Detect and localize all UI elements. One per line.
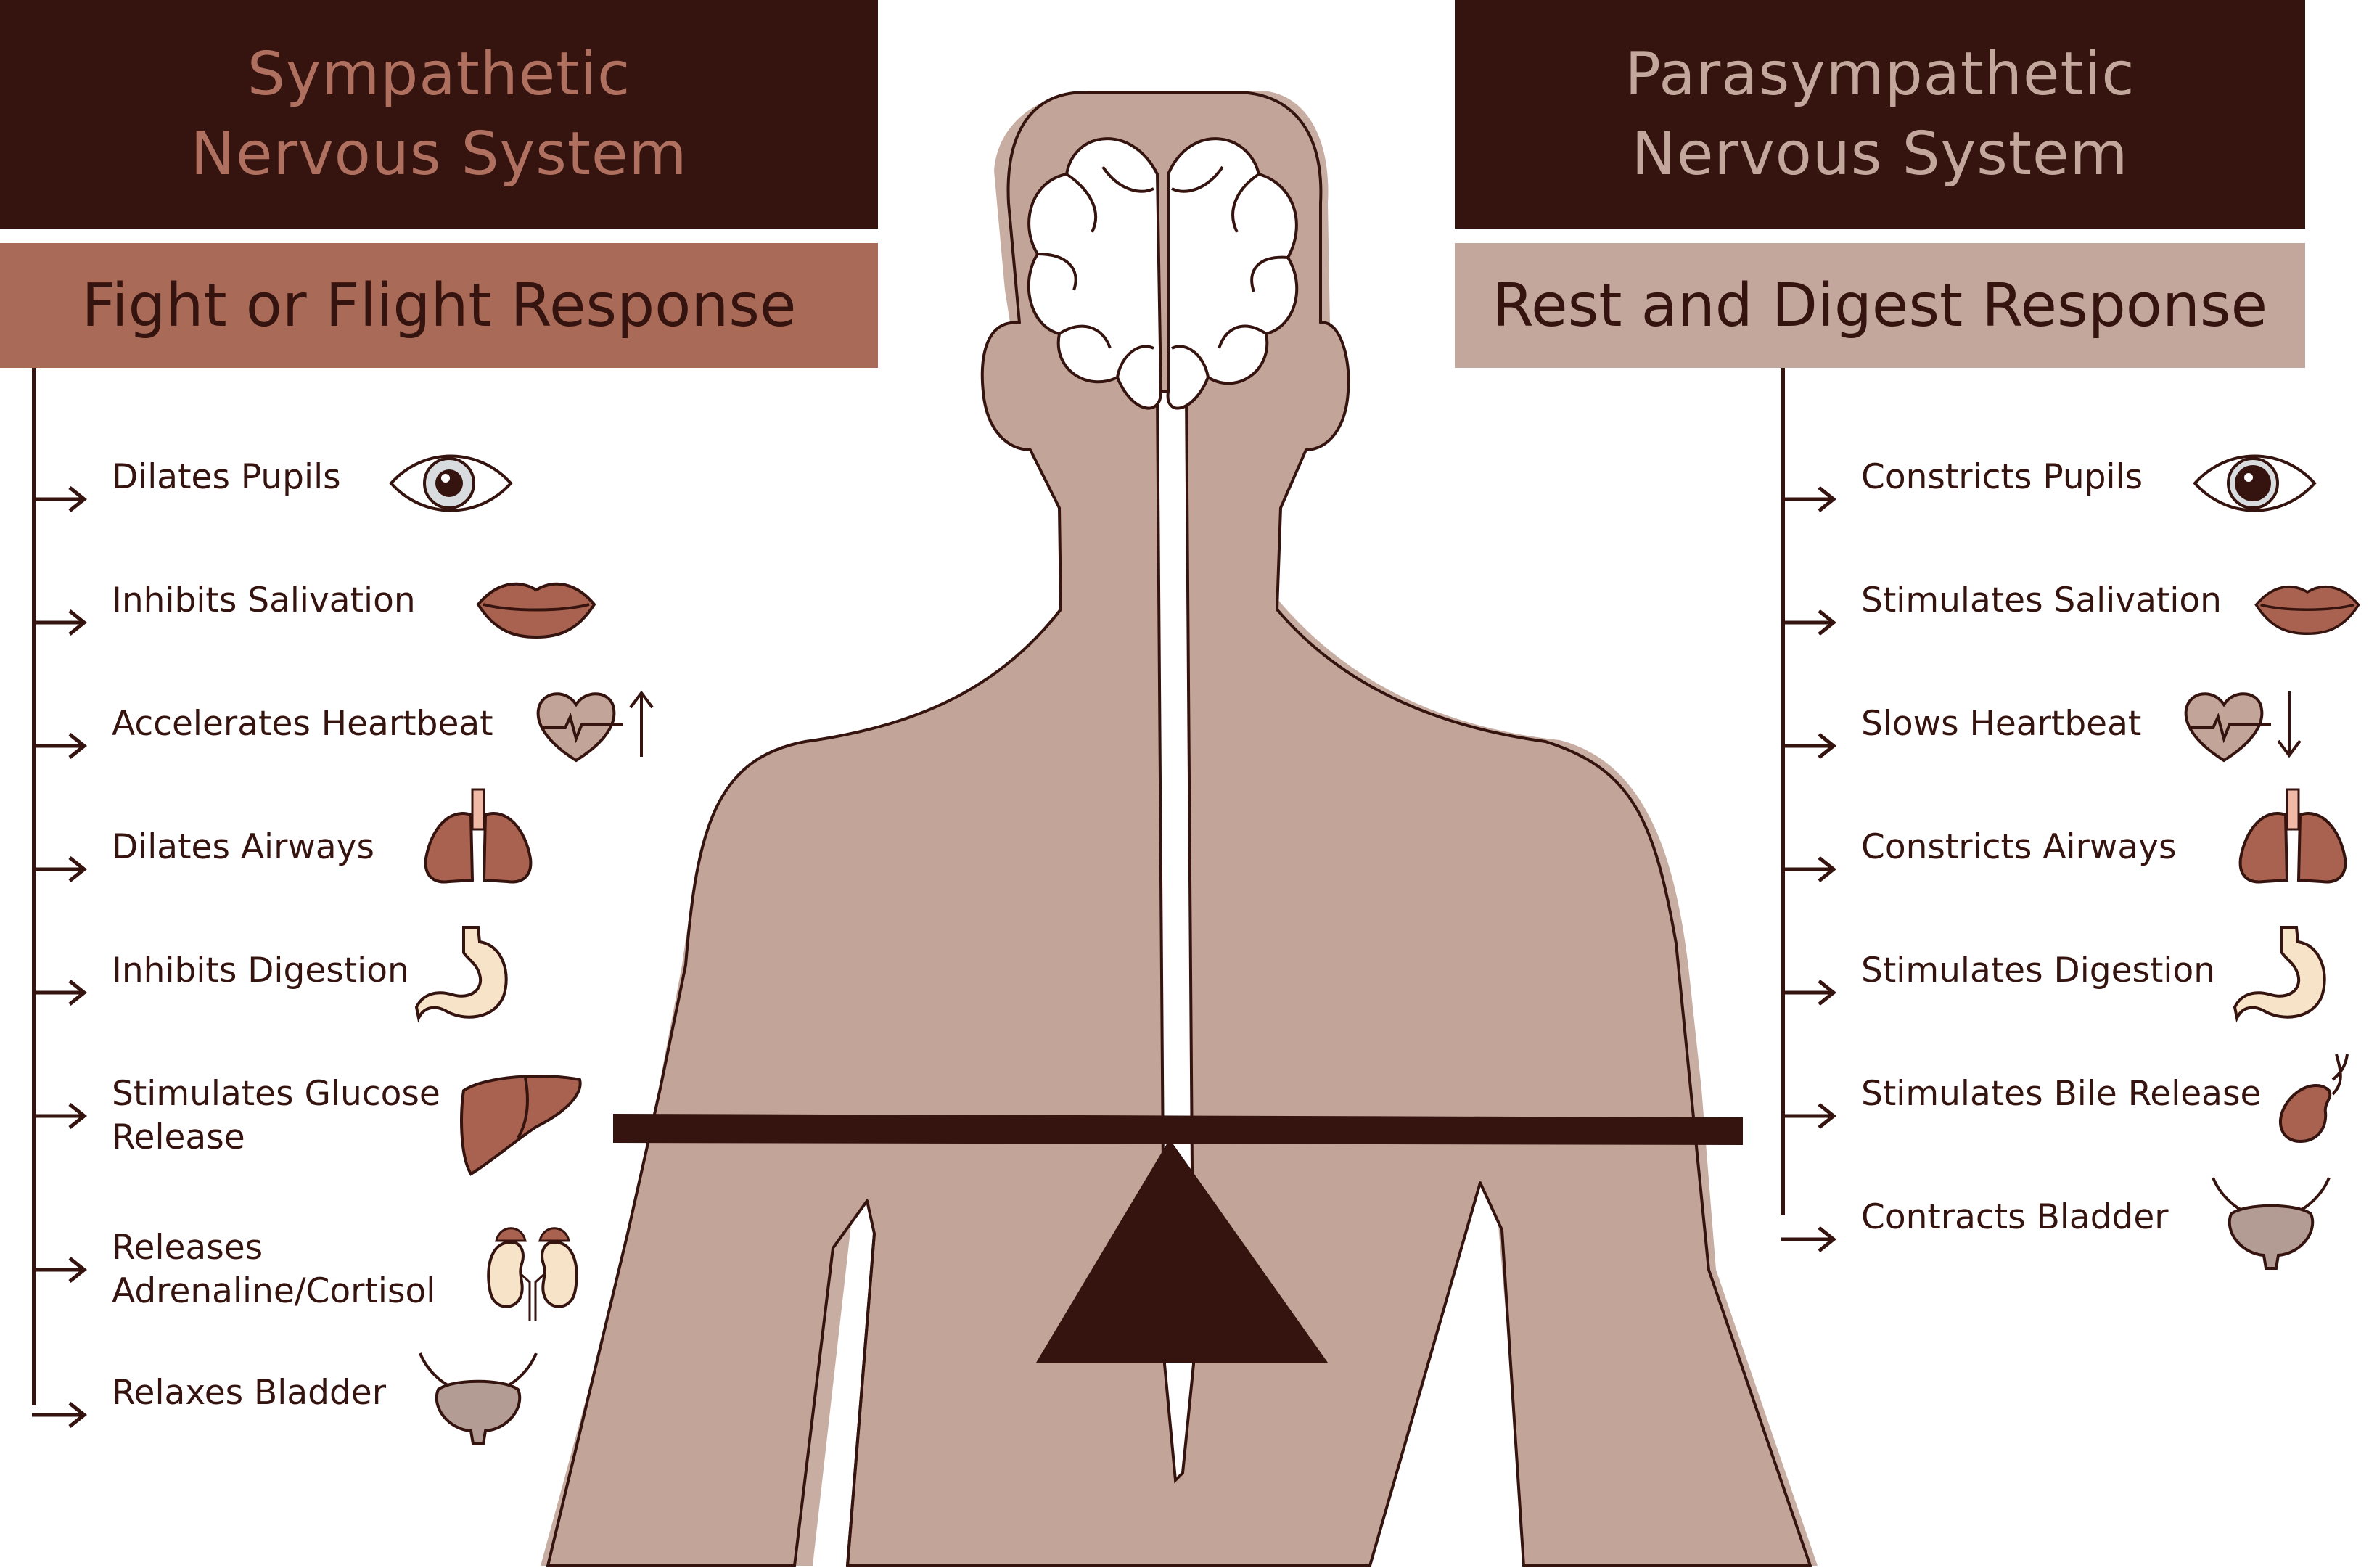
arrow-right-icon	[32, 856, 88, 882]
stomach-icon	[2233, 926, 2326, 1023]
arrow-right-icon	[32, 1402, 88, 1428]
sympathetic-item-label: Dilates Pupils	[112, 457, 341, 497]
parasympathetic-item-label: Stimulates Digestion	[1861, 951, 2216, 990]
arrow-right-icon	[1781, 609, 1837, 636]
sympathetic-item-salivation: Inhibits Salivation	[32, 579, 598, 666]
stomach-icon	[414, 926, 508, 1023]
arrow-right-icon	[32, 609, 88, 636]
parasympathetic-title-line2: Nervous System	[1631, 119, 2129, 189]
lungs-icon	[424, 788, 533, 884]
parasympathetic-item-label: Slows Heartbeat	[1861, 704, 2142, 744]
sympathetic-title-line2: Nervous System	[190, 119, 688, 189]
arrow-right-icon	[1781, 486, 1837, 512]
arrow-right-icon	[32, 486, 88, 512]
parasympathetic-item-salivation: Stimulates Salivation	[1781, 579, 2362, 666]
arrow-right-icon	[32, 733, 88, 759]
parasympathetic-title: Parasympathetic Nervous System	[1455, 0, 2305, 229]
parasympathetic-item-label: Constricts Pupils	[1861, 457, 2143, 497]
parasympathetic-item-label: Contracts Bladder	[1861, 1197, 2169, 1237]
sympathetic-title: Sympathetic Nervous System	[0, 0, 878, 229]
arrow-right-icon	[1781, 1226, 1837, 1252]
sympathetic-item-label: Releases Adrenaline/Cortisol	[112, 1226, 435, 1313]
sympathetic-item-label: Inhibits Digestion	[112, 951, 409, 990]
arrow-right-icon	[1781, 733, 1837, 759]
parasympathetic-item-airways: Constricts Airways	[1781, 788, 2347, 913]
parasympathetic-item-pupils: Constricts Pupils	[1781, 454, 2318, 543]
parasympathetic-item-heartbeat: Slows Heartbeat	[1781, 691, 2347, 789]
sympathetic-item-label-line1: Stimulates Glucose	[112, 1074, 440, 1114]
brain-icon	[1027, 137, 1299, 410]
sympathetic-item-label: Accelerates Heartbeat	[112, 704, 493, 744]
arrow-right-icon	[32, 1257, 88, 1283]
sympathetic-item-bladder: Relaxes Bladder	[32, 1352, 598, 1458]
arrow-right-icon	[32, 1103, 88, 1129]
parasympathetic-item-bladder: Contracts Bladder	[1781, 1177, 2347, 1283]
parasympathetic-title-line1: Parasympathetic	[1625, 39, 2135, 109]
balance-beam	[613, 1114, 1743, 1145]
sympathetic-item-heartbeat: Accelerates Heartbeat	[32, 690, 670, 789]
parasympathetic-connector-line	[1781, 368, 1785, 1215]
lips-icon	[2254, 586, 2360, 636]
arm-contour-left	[846, 1233, 876, 1567]
sympathetic-item-label-line2: Release	[112, 1117, 245, 1157]
eye-icon	[2193, 454, 2317, 512]
parasympathetic-item-label: Constricts Airways	[1861, 827, 2177, 867]
sympathetic-item-digestion: Inhibits Digestion	[32, 926, 598, 1036]
parasympathetic-item-label: Stimulates Bile Release	[1861, 1074, 2262, 1114]
sympathetic-item-label-line1: Releases	[112, 1228, 263, 1268]
parasympathetic-item-bile: Stimulates Bile Release	[1781, 1054, 2354, 1159]
balance-fulcrum	[1036, 1139, 1328, 1363]
sympathetic-item-airways: Dilates Airways	[32, 788, 598, 913]
arrow-right-icon	[1781, 1103, 1837, 1129]
gallbladder-icon	[2278, 1054, 2349, 1144]
bladder-icon	[419, 1352, 538, 1445]
arrow-right-icon	[1781, 856, 1837, 882]
sympathetic-item-label-line2: Adrenaline/Cortisol	[112, 1271, 436, 1311]
lips-icon	[476, 582, 596, 639]
sympathetic-item-label: Dilates Airways	[112, 827, 374, 867]
heart-down-icon	[2184, 691, 2302, 763]
sympathetic-item-pupils: Dilates Pupils	[32, 454, 554, 543]
fight-or-flight-heading: Fight or Flight Response	[0, 243, 878, 368]
sympathetic-item-label: Inhibits Salivation	[112, 580, 416, 620]
parasympathetic-item-digestion: Stimulates Digestion	[1781, 926, 2347, 1036]
sympathetic-connector-line	[32, 368, 36, 1405]
sympathetic-item-label: Relaxes Bladder	[112, 1373, 387, 1413]
eye-icon	[389, 454, 513, 512]
parasympathetic-item-label: Stimulates Salivation	[1861, 580, 2222, 620]
sympathetic-title-line1: Sympathetic	[247, 39, 631, 109]
bladder-icon	[2212, 1177, 2331, 1270]
sympathetic-item-adrenaline: Releases Adrenaline/Cortisol	[32, 1226, 612, 1321]
arrow-right-icon	[1781, 980, 1837, 1006]
lungs-icon	[2238, 788, 2347, 884]
liver-icon	[460, 1075, 582, 1176]
rest-and-digest-heading: Rest and Digest Response	[1455, 243, 2305, 368]
sympathetic-item-label: Stimulates Glucose Release	[112, 1072, 440, 1159]
heart-up-icon	[536, 690, 654, 763]
sympathetic-item-glucose: Stimulates Glucose Release	[32, 1072, 612, 1176]
adrenal-kidneys-icon	[487, 1227, 578, 1321]
arrow-right-icon	[32, 980, 88, 1006]
